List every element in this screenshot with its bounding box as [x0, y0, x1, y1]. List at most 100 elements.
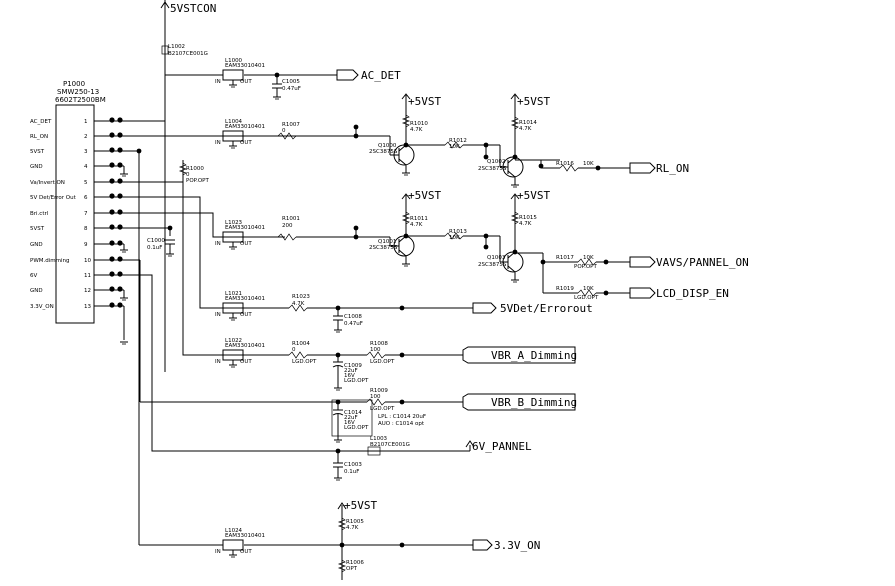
pin-dot: [109, 256, 115, 262]
q1002-part: 2SC3875S: [478, 166, 507, 172]
c1000-val: 0.1uF: [147, 245, 162, 251]
branch-3v3-on: R1005 4.7K R1006 OPT +5VST 3.3V_ON: [139, 499, 540, 580]
q1003-part: 2SC3875S: [478, 262, 507, 268]
filter-part: EAM33010401: [225, 343, 265, 349]
r1013-ref: R1013: [449, 229, 467, 235]
filter-part: EAM33010401: [225, 63, 265, 69]
pin-label: AC_DET: [30, 119, 52, 125]
branch-vavs: R1001 200 R1011 4.7K Q1001 2SC3875S +5VS…: [244, 189, 749, 301]
q1000-part: 2SC3875S: [369, 149, 398, 155]
r1008-ref: R1008: [370, 341, 388, 347]
c1003-ref: C1003: [344, 462, 362, 468]
l1003-ref: L1003: [370, 436, 388, 442]
c1003-val: 0.1uF: [344, 469, 359, 475]
filter-in: IN: [215, 312, 221, 318]
c1009-ref: C1009: [344, 363, 362, 369]
pin-label: RL_ON: [30, 134, 48, 140]
pin-dot: [109, 224, 115, 230]
pin-number: 3: [84, 149, 88, 155]
filter-in: IN: [215, 549, 221, 555]
net-vbr-a: VBR_A_Dimming: [491, 349, 577, 362]
pin-number: 13: [84, 304, 91, 310]
r1005-ref: R1005: [346, 519, 364, 525]
filter-ref: L1000: [225, 58, 243, 64]
branch-6v-pannel: L1003 B2107CE001G C1003 0.1uF 6V_PANNEL: [333, 436, 532, 481]
pin-number: 4: [84, 164, 88, 170]
pin-dot: [117, 240, 123, 246]
pin-dot: [117, 256, 123, 262]
r1010-ref: R1010: [410, 121, 428, 127]
c1014-opt: LGD.OPT: [344, 425, 369, 431]
q1003-ref: Q1003: [487, 255, 506, 261]
pin-number: 5: [84, 180, 88, 186]
cap-c1000: C1000 0.1uF: [147, 238, 175, 257]
q1001-ref: Q1001: [378, 239, 396, 245]
pin-dot: [109, 162, 115, 168]
r1023-val: 4.7K: [292, 301, 305, 307]
r1007-ref: R1007: [282, 122, 300, 128]
pin-label: 5VST: [30, 149, 45, 155]
pin-number: 7: [84, 211, 88, 217]
r1009-ref: R1009: [370, 388, 388, 394]
filter-out: OUT: [240, 359, 252, 365]
net-5vst-3: +5VST: [408, 189, 441, 202]
r1019-val: 10K: [583, 286, 594, 292]
pin-number: 12: [84, 288, 91, 294]
r1019-ref: R1019: [556, 286, 574, 292]
net-vbr-b: VBR_B_Dimming: [491, 396, 577, 409]
net-5vst-2: +5VST: [517, 95, 550, 108]
pin-dot: [109, 147, 115, 153]
c1009-val: 22uF: [344, 368, 358, 374]
r1012-ref: R1012: [449, 138, 467, 144]
c1009-volt: 16V: [344, 373, 355, 379]
filter-ref: L1024: [225, 528, 243, 534]
r1000-ref: R1000: [186, 166, 204, 172]
r1008-val: 100: [370, 347, 381, 353]
pin-dot: [117, 271, 123, 277]
pin-number: 9: [84, 242, 88, 248]
c1014-volt: 16V: [344, 420, 355, 426]
net-5vst-1: +5VST: [408, 95, 441, 108]
pin-label: GND: [30, 164, 43, 170]
net-5vstcon: 5VSTCON: [170, 2, 216, 15]
filter-in: IN: [215, 79, 221, 85]
fb-top-ref: L1002: [168, 44, 185, 50]
pin-dot: [117, 132, 123, 138]
r1016-val: 10K: [583, 161, 594, 167]
r1001-val: 200: [282, 223, 293, 229]
r1006-ref: R1006: [346, 560, 364, 566]
c1008-ref: C1008: [344, 314, 362, 320]
r1004-val: 0: [292, 347, 296, 353]
pin-dot: [117, 117, 123, 123]
net-rl-on: RL_ON: [656, 162, 689, 175]
top-rail: 5VSTCON L1002 B2107CE001G: [160, 0, 216, 372]
filter-ref: L1023: [225, 220, 243, 226]
pin-number: 1: [84, 119, 88, 125]
note-lpl: LPL : C1014 20uF: [378, 414, 426, 420]
c1000-ref: C1000: [147, 238, 165, 244]
pin-dot: [117, 147, 123, 153]
r1017-ref: R1017: [556, 255, 574, 261]
c1009-opt: LGD.OPT: [344, 378, 369, 384]
pin-dot: [117, 178, 123, 184]
connector-pin: 5VST 3: [30, 147, 124, 155]
q1001-part: 2SC3875S: [369, 245, 398, 251]
r1013-val: 10K: [449, 235, 460, 241]
r1007-val: 0: [282, 128, 286, 134]
r1000-opt: POP.OPT: [186, 178, 209, 184]
res-r1000: R1000 0 POP.OPT: [178, 160, 209, 184]
pin-dot: [109, 271, 115, 277]
pin-dot: [117, 302, 123, 308]
branch-vbr-a: R1004 0 LGD.OPT C1009 22uF 16V LGD.OPT R…: [244, 341, 577, 391]
filter-part: EAM33010401: [225, 533, 265, 539]
pin-dot: [109, 132, 115, 138]
filter-part: EAM33010401: [225, 124, 265, 130]
r1016-ref: R1016: [556, 161, 574, 167]
r1014-ref: R1014: [519, 120, 537, 126]
filter-ref: L1022: [225, 338, 242, 344]
pin-label: Va/Invert.ON: [30, 180, 65, 186]
